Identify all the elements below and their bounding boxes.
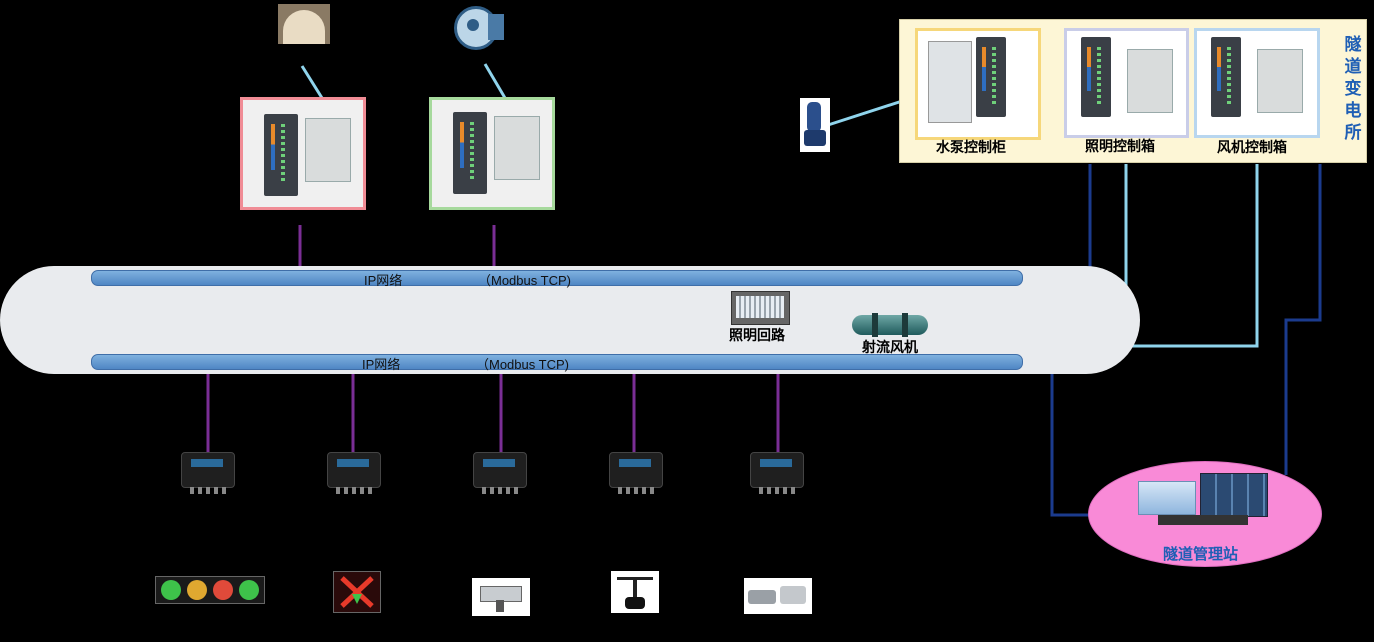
jet-fan-label: 射流风机 bbox=[862, 339, 918, 355]
controller-device-icon bbox=[327, 452, 381, 494]
cabinet-board bbox=[494, 116, 540, 180]
cabinet-controller bbox=[976, 37, 1006, 117]
traffic-light-icon bbox=[155, 576, 265, 604]
fan-cabinet bbox=[1194, 28, 1320, 138]
axial-fan-icon bbox=[450, 4, 506, 50]
controller-device-icon bbox=[750, 452, 804, 494]
lane-indicator-cross bbox=[340, 576, 374, 608]
bus-bottom-protocol: （Modbus TCP) bbox=[476, 357, 569, 372]
management-station-label: 隧道管理站 bbox=[1163, 546, 1239, 563]
lighting-cabinet bbox=[1064, 28, 1189, 138]
monitor-wall-icon bbox=[1138, 467, 1268, 531]
water-pump-icon bbox=[800, 98, 830, 152]
network-bus-top: IP网络 （Modbus TCP) bbox=[91, 270, 1023, 288]
network-bus-bottom: IP网络 （Modbus TCP) bbox=[91, 354, 1023, 372]
tunnel-arch-icon bbox=[278, 4, 330, 44]
lighting-circuit-label: 照明回路 bbox=[729, 327, 785, 343]
lighting-fixture-icon bbox=[731, 291, 790, 325]
cabinet-board bbox=[305, 118, 351, 182]
controller-device-icon bbox=[473, 452, 527, 494]
bus-bottom-label: IP网络 bbox=[362, 357, 401, 372]
cabinet-controller bbox=[453, 112, 487, 194]
sensor-icon bbox=[744, 578, 812, 614]
lighting-cabinet-label: 照明控制箱 bbox=[1085, 138, 1155, 154]
bus-top-protocol: （Modbus TCP) bbox=[478, 273, 571, 288]
control-cabinet-right bbox=[429, 97, 555, 210]
cabinet-controller bbox=[1081, 37, 1111, 117]
controller-device-icon bbox=[181, 452, 235, 494]
link-arch-to-cabinet bbox=[300, 65, 324, 99]
bus-top-label: IP网络 bbox=[364, 273, 403, 288]
jet-fan-icon bbox=[852, 313, 928, 339]
control-cabinet-left bbox=[240, 97, 366, 210]
cabinet-board bbox=[1127, 49, 1173, 113]
lane-indicator-icon bbox=[333, 571, 381, 613]
link-fan-to-cabinet bbox=[483, 63, 507, 99]
controller-device-icon bbox=[609, 452, 663, 494]
cabinet-board bbox=[1257, 49, 1303, 113]
pump-cabinet bbox=[915, 28, 1041, 140]
pump-cabinet-label: 水泵控制柜 bbox=[936, 139, 1006, 155]
link-lighting-box-to-bus bbox=[1022, 164, 1092, 282]
link-bus-to-station bbox=[1022, 360, 1092, 517]
camera-icon bbox=[472, 578, 530, 616]
cabinet-controller bbox=[1211, 37, 1241, 117]
substation-title: 隧道变电所 bbox=[1344, 35, 1362, 142]
fan-cabinet-label: 风机控制箱 bbox=[1217, 139, 1287, 155]
pump-cabinet-body bbox=[928, 41, 972, 123]
link-substation-to-station bbox=[1284, 164, 1322, 475]
anemometer-icon bbox=[611, 571, 659, 613]
cabinet-controller bbox=[264, 114, 298, 196]
